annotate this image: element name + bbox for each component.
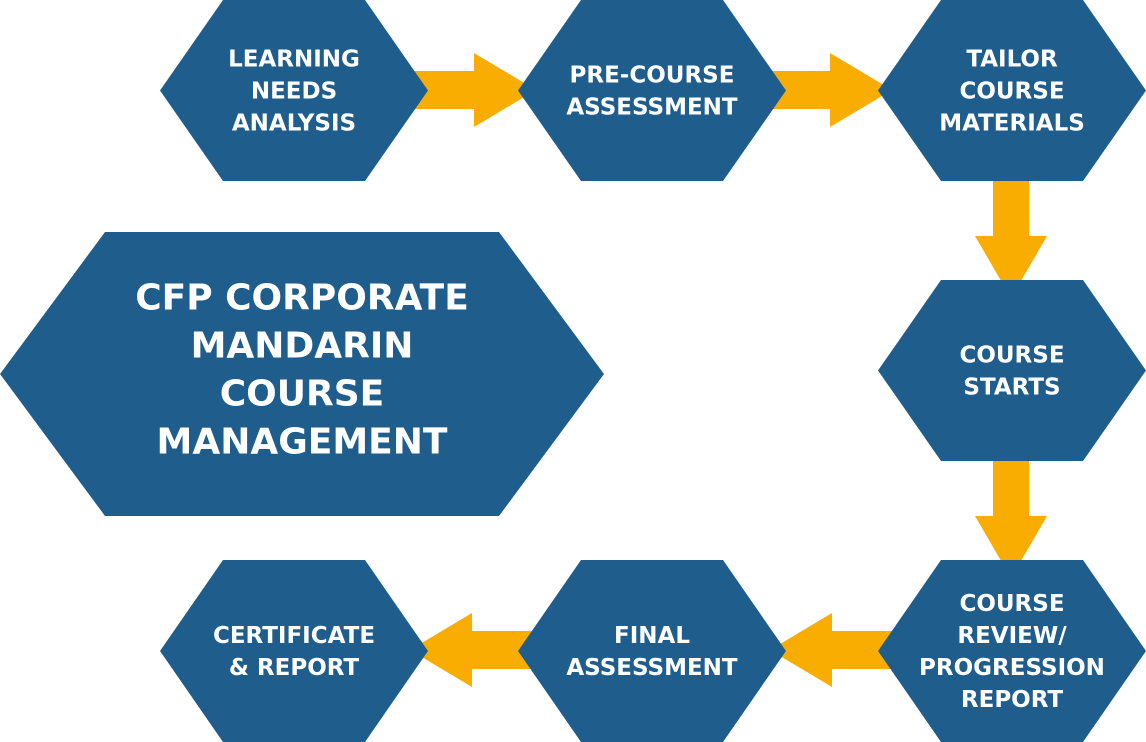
step-label-line-2: ASSESSMENT xyxy=(566,655,738,681)
step-label-line-1: FINAL xyxy=(614,623,690,649)
step-hexagon xyxy=(160,560,428,742)
flow-arrows xyxy=(410,53,1047,687)
step-label-line-2: COURSE xyxy=(959,79,1064,105)
step-pre-course-assessment: PRE-COURSE ASSESSMENT xyxy=(518,0,786,181)
title-line-1: CFP CORPORATE xyxy=(135,278,469,319)
step-label-line-1: COURSE xyxy=(959,343,1064,369)
step-label-line-4: REPORT xyxy=(961,687,1064,713)
step-label-line-1: TAILOR xyxy=(966,47,1058,73)
step-label-line-1: LEARNING xyxy=(228,47,360,73)
step-label-line-2: NEEDS xyxy=(251,79,337,105)
title-hexagon xyxy=(0,232,604,516)
step-course-review-progression-report: COURSE REVIEW/PROGRESSION REPORT xyxy=(878,560,1146,742)
step-hexagon xyxy=(160,0,428,181)
arrow-assessment-to-materials xyxy=(770,53,892,127)
arrow-materials-to-starts xyxy=(975,178,1047,298)
step-label-line-1: CERTIFICATE xyxy=(213,623,375,649)
title-line-4: MANAGEMENT xyxy=(157,422,448,463)
step-learning-needs-analysis: LEARNING NEEDS ANALYSIS xyxy=(160,0,428,181)
step-label-line-2: STARTS xyxy=(963,375,1060,401)
step-label-line-3: MATERIALS xyxy=(939,111,1085,137)
arrow-final-to-certificate xyxy=(410,613,536,687)
arrow-starts-to-review xyxy=(975,458,1047,578)
title-line-2: MANDARIN xyxy=(191,326,414,367)
step-label-line-1: COURSE xyxy=(959,591,1064,617)
step-hexagon xyxy=(878,0,1146,181)
step-label-line-2: & REPORT xyxy=(229,655,360,681)
title-hexagon-group: CFP CORPORATE MANDARIN COURSE MANAGEMENT xyxy=(0,232,604,516)
step-hexagon xyxy=(878,560,1146,742)
step-label-line-3: PROGRESSION xyxy=(919,655,1105,681)
arrow-needs-to-assessment xyxy=(410,53,536,127)
step-label-line-2: REVIEW/ xyxy=(957,623,1067,649)
step-hexagon xyxy=(878,280,1146,461)
process-steps: LEARNING NEEDS ANALYSIS PRE-COURSE ASSESSMEN… xyxy=(160,0,1146,742)
step-certificate-report: CERTIFICATE & REPORT xyxy=(160,560,428,742)
diagram-title: CFP CORPORATE MANDARIN COURSE MANAGEMENT xyxy=(0,232,604,516)
step-course-starts: COURSE STARTS xyxy=(878,280,1146,461)
step-label-line-3: ANALYSIS xyxy=(232,111,356,137)
title-line-3: COURSE xyxy=(220,374,385,415)
step-hexagon xyxy=(518,560,786,742)
step-hexagon xyxy=(518,0,786,181)
step-tailor-course-materials: TAILOR COURSE MATERIALS xyxy=(878,0,1146,181)
step-label-line-2: ASSESSMENT xyxy=(566,95,738,121)
step-label-line-1: PRE-COURSE xyxy=(570,63,735,89)
arrow-review-to-final xyxy=(770,613,892,687)
step-final-assessment: FINAL ASSESSMENT xyxy=(518,560,786,742)
